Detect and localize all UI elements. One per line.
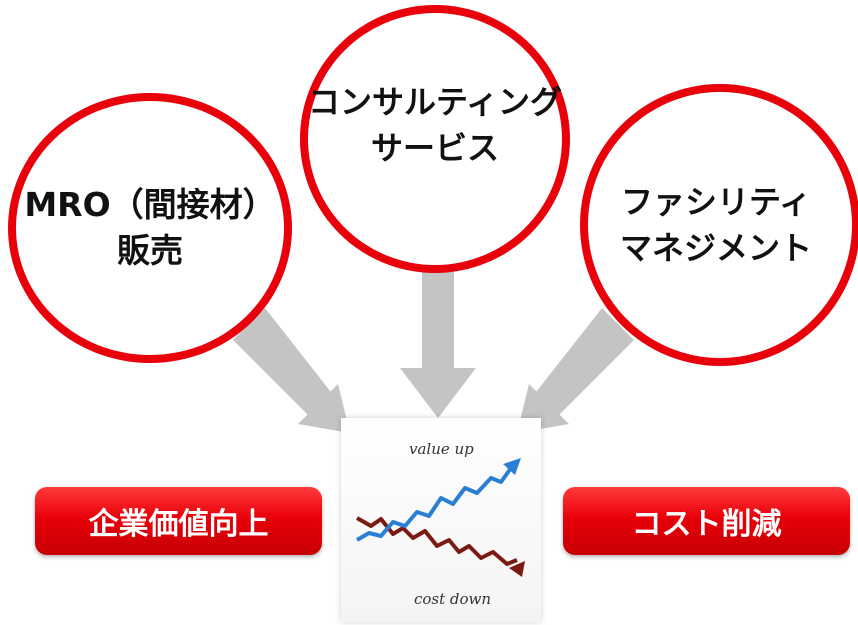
circle-mro-sales: MRO（間接材） 販売 <box>8 93 292 363</box>
circle-facility: ファシリティ マネジメント <box>580 84 858 366</box>
circle-right-line1: ファシリティ <box>620 183 812 221</box>
value-cost-chart-image: value up cost down <box>341 418 541 622</box>
circle-right-line2: マネジメント <box>619 229 812 267</box>
outcome-value-up-button: 企業価値向上 <box>35 487 322 555</box>
arrow-right-diagonal <box>517 308 634 433</box>
cost-down-line <box>356 516 525 577</box>
circle-center-line1: コンサルティング <box>307 83 563 121</box>
value-up-line <box>355 458 521 542</box>
cost-down-label: cost down <box>414 590 492 608</box>
arrow-left-diagonal <box>233 308 350 433</box>
outcome-cost-reduction-button: コスト削減 <box>563 487 850 555</box>
chart-image-lines <box>355 458 525 577</box>
arrow-center-down <box>400 266 476 418</box>
value-up-label: value up <box>409 440 474 458</box>
circle-left-line1: MRO（間接材） <box>24 185 276 224</box>
circle-left-line2: 販売 <box>117 231 183 270</box>
circle-center-line2: サービス <box>370 129 499 167</box>
circle-consulting: コンサルティング サービス <box>300 5 570 273</box>
